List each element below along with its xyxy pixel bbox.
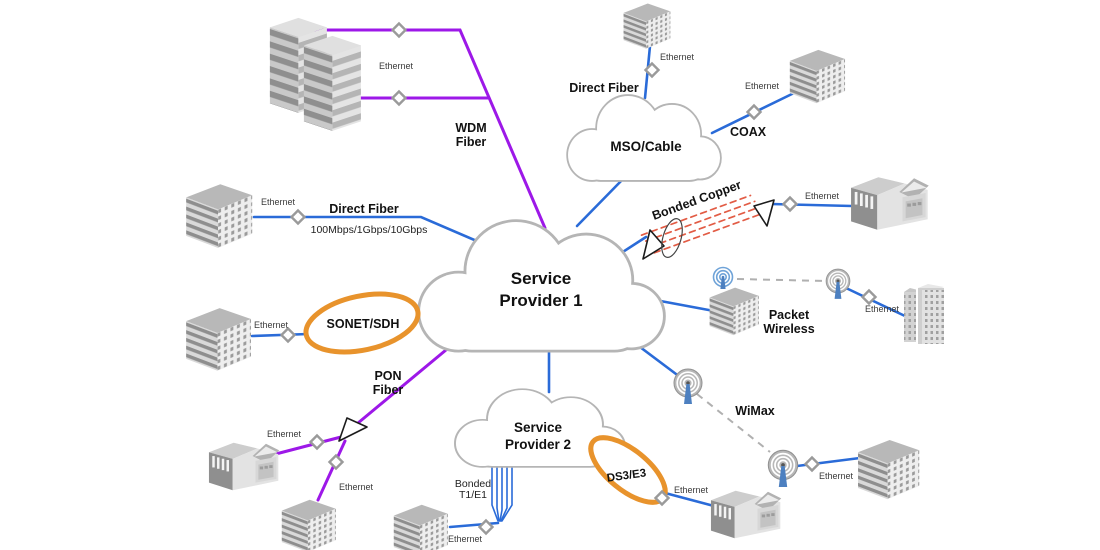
wdm-label-line2: Fiber bbox=[456, 135, 487, 149]
packet-wireless-eth-line bbox=[844, 286, 907, 318]
demarc-diamond bbox=[782, 196, 798, 212]
building-bonded-t1 bbox=[393, 504, 448, 550]
bonded-copper-tap-right-icon bbox=[753, 199, 775, 227]
building-packet-wireless-host bbox=[709, 287, 759, 336]
ethernet-label-direct: Ethernet bbox=[261, 197, 296, 207]
ethernet-label-ds3: Ethernet bbox=[674, 485, 709, 495]
sonet-label: SONET/SDH bbox=[327, 317, 400, 331]
wimax-remote-antenna-icon bbox=[767, 449, 799, 488]
building-wimax bbox=[858, 440, 920, 500]
sp1-title-line1: Service bbox=[511, 269, 572, 288]
wdm-label-line1: WDM bbox=[455, 121, 486, 135]
packet-wireless-label-line2: Wireless bbox=[763, 322, 814, 336]
ethernet-label-pw: Ethernet bbox=[865, 304, 900, 314]
sp1-title-line2: Provider 1 bbox=[499, 291, 582, 310]
packet-wireless-remote-antenna-icon bbox=[825, 268, 851, 300]
building-direct-fiber bbox=[186, 184, 253, 248]
building-ds3 bbox=[710, 490, 782, 539]
building-skyscraper-front bbox=[303, 35, 361, 131]
packet-wireless-hop bbox=[736, 278, 827, 282]
sp2-title-line1: Service bbox=[514, 420, 563, 435]
mso-sp1-line bbox=[575, 176, 626, 228]
ethernet-label-coax: Ethernet bbox=[745, 81, 780, 91]
demarc-diamond bbox=[328, 454, 344, 470]
building-pon-lower bbox=[281, 499, 336, 550]
mso-title: MSO/Cable bbox=[610, 139, 682, 154]
ethernet-label-copper: Ethernet bbox=[805, 191, 840, 201]
direct-fiber-left-line bbox=[252, 215, 495, 250]
ethernet-label-top: Ethernet bbox=[660, 52, 695, 62]
bonded-t1-label-line1: Bonded bbox=[455, 478, 491, 490]
wdm-fiber-line-1 bbox=[310, 28, 547, 230]
pon-line bbox=[350, 338, 460, 430]
demarc-diamond bbox=[309, 434, 325, 450]
ethernet-label-wimax: Ethernet bbox=[819, 471, 854, 481]
sp2-title-line2: Provider 2 bbox=[505, 437, 571, 452]
building-top-center bbox=[623, 3, 671, 49]
ethernet-label-t1: Ethernet bbox=[448, 534, 483, 544]
ethernet-label-wdm: Ethernet bbox=[379, 61, 414, 71]
packet-wireless-antenna-icon bbox=[712, 266, 734, 290]
bonded-t1-label-line2: T1/E1 bbox=[459, 489, 487, 501]
ethernet-label-pon-lower: Ethernet bbox=[339, 482, 374, 492]
pon-label-line2: Fiber bbox=[373, 383, 404, 397]
building-pon-house bbox=[208, 442, 280, 491]
building-sonet bbox=[186, 308, 251, 371]
building-bonded-copper bbox=[851, 177, 929, 230]
wimax-antenna-icon bbox=[673, 368, 703, 405]
wimax-label: WiMax bbox=[735, 404, 775, 418]
pon-branch-house bbox=[270, 435, 343, 457]
demarc-diamond bbox=[391, 22, 407, 38]
demarc-diamond bbox=[391, 90, 407, 106]
wimax-hop bbox=[696, 393, 771, 453]
packet-wireless-line bbox=[653, 298, 716, 313]
pon-label-line1: PON bbox=[374, 369, 401, 383]
demarc-diamond bbox=[804, 456, 820, 472]
pon-branch-building bbox=[316, 439, 347, 502]
pon-splitter-icon bbox=[338, 417, 368, 442]
nodes-layer bbox=[186, 3, 944, 550]
demarc-diamond bbox=[280, 327, 296, 343]
bonded-copper-label: Bonded Copper bbox=[650, 178, 743, 223]
coax-label: COAX bbox=[730, 125, 767, 139]
demarc-diamond bbox=[290, 209, 306, 225]
bonded-copper-bundle-icon bbox=[661, 218, 683, 258]
demarc-diamond bbox=[746, 104, 762, 120]
ethernet-label-sonet: Ethernet bbox=[254, 320, 289, 330]
bonded-copper-tap-left-icon bbox=[642, 229, 665, 260]
ds3-label: DS3/E3 bbox=[606, 467, 647, 484]
building-coax bbox=[789, 49, 846, 104]
speeds-label: 100Mbps/1Gbps/10Gbps bbox=[311, 224, 428, 236]
direct-fiber-top-label: Direct Fiber bbox=[569, 81, 639, 95]
packet-wireless-label-line1: Packet bbox=[769, 308, 810, 322]
sonet-ring bbox=[303, 291, 421, 355]
bonded-copper-pairs bbox=[640, 194, 765, 254]
bonded-t1-bundle bbox=[491, 462, 513, 522]
direct-fiber-left-label: Direct Fiber bbox=[329, 202, 399, 216]
ethernet-label-pon-house: Ethernet bbox=[267, 429, 302, 439]
sonet-line bbox=[250, 332, 310, 338]
building-packet-wireless-remote bbox=[904, 284, 944, 344]
